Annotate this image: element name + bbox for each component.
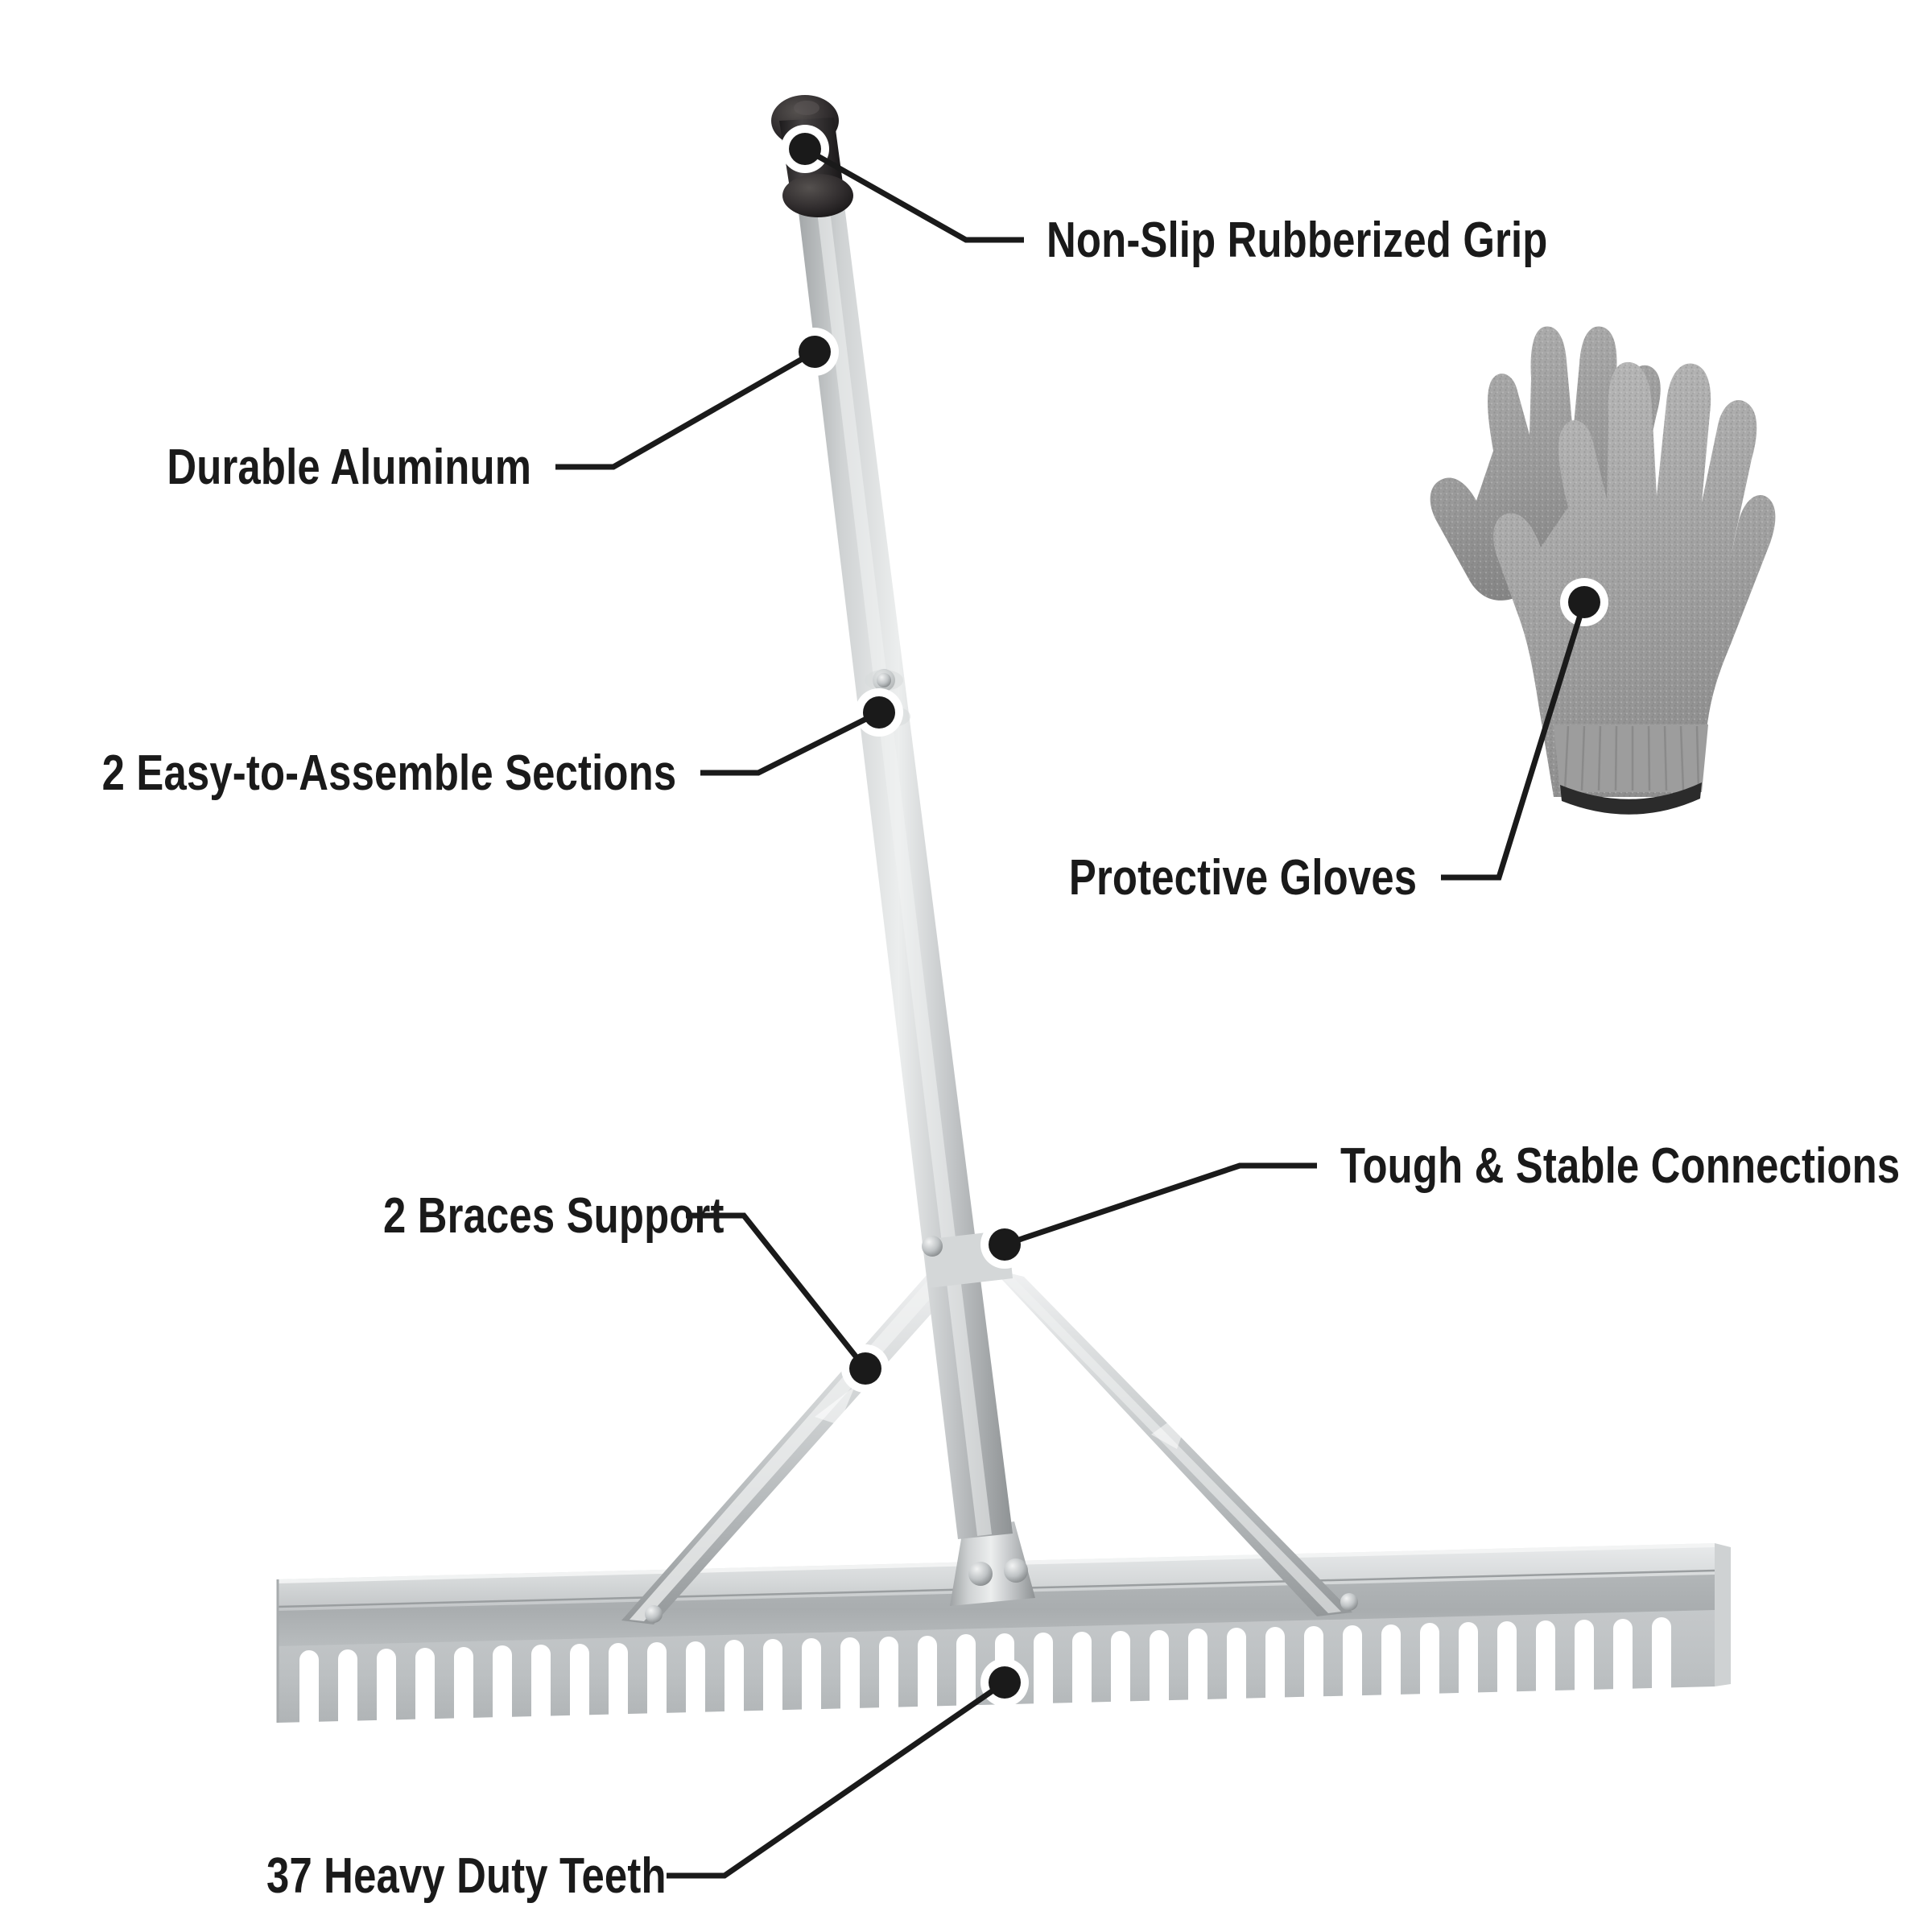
- pole-highlight: [811, 164, 992, 1536]
- glove-cuff-rib: [1554, 724, 1708, 792]
- pole-ferrule: [950, 1521, 1035, 1606]
- callout-dot: [989, 1228, 1021, 1261]
- callout-label-teeth: 37 Heavy Duty Teeth: [266, 1848, 667, 1904]
- callout-dot: [849, 1352, 881, 1385]
- leader-line: [667, 1680, 1006, 1879]
- right-brace-bolt: [1340, 1593, 1358, 1611]
- head-right-endcap: [1715, 1543, 1731, 1686]
- leader-line: [1441, 601, 1587, 881]
- callout-leader-braces: [686, 1212, 890, 1393]
- tooth-gaps: [299, 1617, 1671, 1739]
- callout-label-grip: Non-Slip Rubberized Grip: [1046, 213, 1548, 268]
- callout-label-connections: Tough & Stable Connections: [1340, 1138, 1901, 1194]
- bracket-bolt-left: [922, 1236, 943, 1257]
- grip-collar: [782, 174, 853, 217]
- glove-cuff-ribs-lines: [1563, 725, 1700, 791]
- section-bolt-upper-head: [877, 673, 891, 687]
- head-face-band: [278, 1573, 1715, 1646]
- callout-label-sections: 2 Easy-to-Assemble Sections: [101, 745, 676, 801]
- protective-gloves: [1430, 326, 1776, 815]
- callout-dot: [799, 336, 831, 368]
- grip-top-sheen: [794, 101, 819, 115]
- callout-leader-connections: [980, 1162, 1317, 1269]
- callout-leader-sections: [700, 688, 903, 776]
- head-bolt-left: [968, 1562, 993, 1586]
- glove-front: [1493, 361, 1776, 815]
- callout-label-gloves: Protective Gloves: [1068, 850, 1417, 906]
- callout-leader-gloves: [1441, 578, 1608, 881]
- callout-dot: [989, 1666, 1021, 1699]
- head-attachment: [968, 1558, 1028, 1586]
- leader-line: [1003, 1162, 1317, 1248]
- glove-hem: [1560, 782, 1702, 815]
- head-bolt-right: [1004, 1558, 1028, 1583]
- glove-front-knit: [1493, 361, 1776, 797]
- callout-leaders: [555, 125, 1608, 1879]
- callout-leader-aluminum: [555, 328, 839, 470]
- left-brace-bend-glint: [815, 1386, 855, 1425]
- callout-leader-grip: [781, 125, 1024, 243]
- left-brace-bolt: [645, 1605, 663, 1623]
- leader-line: [555, 349, 816, 470]
- leader-line: [686, 1212, 868, 1371]
- right-brace-bend-glint: [1151, 1404, 1193, 1449]
- callout-leader-teeth: [667, 1658, 1029, 1879]
- leader-line: [700, 709, 881, 776]
- leader-line: [803, 146, 1024, 243]
- callout-label-aluminum: Durable Aluminum: [167, 440, 531, 495]
- callout-dot: [789, 133, 821, 165]
- callout-dot: [1568, 586, 1600, 618]
- callout-label-braces: 2 Braces Support: [383, 1188, 724, 1244]
- callout-dot: [863, 696, 895, 729]
